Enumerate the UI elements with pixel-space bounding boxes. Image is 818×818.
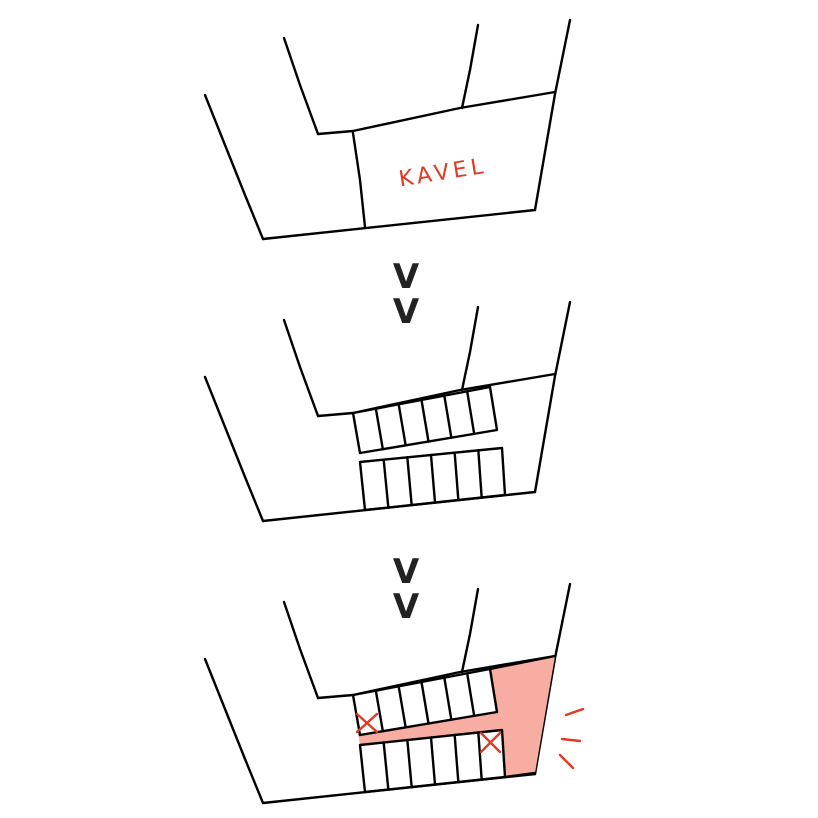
parking-stall-divider bbox=[397, 403, 407, 447]
parking-stall-divider bbox=[406, 456, 413, 507]
parking-stall-divider bbox=[477, 449, 483, 499]
plot-rear-boundary bbox=[316, 654, 557, 700]
parking-stall-divider bbox=[443, 676, 453, 721]
parking-stall-divider bbox=[465, 672, 476, 718]
parking-stall-divider bbox=[477, 731, 483, 781]
plot-side-boundary bbox=[351, 131, 367, 229]
neighbor-plot-left-edge bbox=[203, 657, 265, 805]
plot-label: KAVEL bbox=[397, 154, 489, 193]
parking-stall-divider bbox=[397, 685, 407, 729]
neighbor-plot-right-edge bbox=[533, 18, 572, 212]
parking-stall-divider bbox=[465, 390, 476, 436]
down-arrow-4: V bbox=[393, 587, 420, 627]
down-arrow-1: V bbox=[393, 257, 420, 297]
parking-stall-divider bbox=[420, 680, 430, 725]
neighbor-plot-right-edge bbox=[533, 300, 572, 494]
emphasis-mark bbox=[558, 753, 575, 770]
highlighted-open-space bbox=[358, 656, 555, 776]
parking-stall-divider bbox=[443, 394, 453, 439]
parking-stall-divider bbox=[429, 736, 437, 786]
parking-stall-divider bbox=[374, 407, 385, 451]
parking-stall-divider bbox=[453, 733, 460, 784]
down-arrow-3: V bbox=[393, 552, 420, 592]
removed-stall-x-mark bbox=[479, 731, 502, 754]
street-edge-segment bbox=[503, 771, 537, 779]
emphasis-mark bbox=[564, 707, 585, 717]
plot-rear-boundary bbox=[316, 90, 557, 136]
neighbor-plot-right-edge bbox=[533, 582, 572, 776]
plot-rear-boundary-segment bbox=[488, 654, 557, 671]
neighbor-building-right-edge bbox=[460, 305, 480, 392]
parking-stall-divider bbox=[429, 453, 437, 504]
parking-stall-divider bbox=[382, 458, 390, 509]
plot-rear-boundary bbox=[316, 372, 557, 418]
emphasis-mark bbox=[560, 737, 582, 743]
removed-stall-x-mark bbox=[355, 712, 379, 734]
neighbor-building-right-edge bbox=[460, 23, 480, 110]
street-edge bbox=[261, 208, 537, 241]
neighbor-plot-left-edge bbox=[203, 93, 265, 241]
parking-stall-divider bbox=[453, 451, 460, 502]
parking-stall-divider bbox=[374, 689, 385, 733]
parking-stall-divider bbox=[406, 738, 413, 789]
parking-stall-divider bbox=[420, 398, 430, 443]
down-arrow-2: V bbox=[393, 292, 420, 332]
neighbor-building-left-edge bbox=[282, 318, 320, 418]
neighbor-building-right-edge bbox=[460, 587, 480, 674]
parking-stall-divider bbox=[382, 741, 390, 791]
neighbor-plot-left-edge bbox=[203, 375, 265, 523]
neighbor-building-left-edge bbox=[282, 36, 320, 136]
neighbor-building-left-edge bbox=[282, 600, 320, 700]
